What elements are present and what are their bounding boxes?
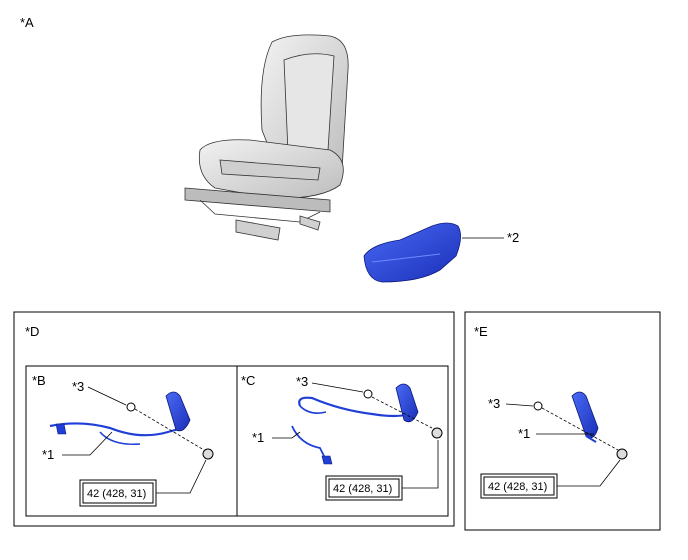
panel-e-torque-box-inner (483, 476, 555, 496)
view-c-label: *C (241, 373, 255, 388)
view-e-label: *E (474, 324, 488, 339)
panel-b-retainer-label: *3 (72, 379, 84, 394)
panel-d-frame (13, 311, 455, 527)
panel-e-retainer-label: *3 (488, 396, 500, 411)
panel-b-belt-leader (62, 431, 113, 456)
panel-b-torque-spec: 42 (428, 31) (87, 488, 146, 500)
panel-b-retainer (126, 402, 136, 412)
panel-b-torque-box-outer (79, 479, 157, 507)
panel-c-axis-line (371, 396, 433, 429)
panel-c-torque-box-outer (325, 475, 403, 501)
panel-e-seat-belt (571, 391, 599, 443)
panel-c-torque-leader (402, 440, 439, 489)
panel-c-frame (236, 365, 449, 517)
panel-c-retainer-leader (311, 382, 364, 393)
panel-e-torque-leader (557, 459, 621, 487)
seat-illustration (184, 34, 349, 241)
panel-e-torque-spec: 42 (428, 31) (488, 481, 547, 493)
panel-b-seat-belt (49, 391, 191, 446)
panel-e-retainer (533, 401, 543, 411)
panel-c-torque-box-inner (328, 478, 400, 498)
panel-e-retainer-leader (505, 403, 534, 407)
cover-part (363, 222, 461, 283)
panel-c-bolt (431, 427, 443, 439)
panel-e-bolt (616, 448, 628, 460)
panel-e-belt-label: *1 (518, 426, 530, 441)
panel-e-frame (464, 311, 661, 531)
panel-c-belt-leader (272, 431, 301, 439)
panel-c-retainer-label: *3 (296, 374, 308, 389)
view-d-label: *D (25, 324, 39, 339)
panel-c-seat-belt (291, 383, 419, 465)
panel-c-torque-spec: 42 (428, 31) (333, 483, 392, 495)
panel-b-torque-leader (156, 459, 207, 494)
panel-b-retainer-leader (87, 386, 127, 406)
panel-b-bolt (202, 448, 214, 460)
view-a-label: *A (20, 15, 34, 30)
panel-c-retainer (363, 389, 373, 399)
panel-b-torque-box-inner (82, 482, 154, 504)
panel-b-belt-label: *1 (42, 447, 54, 462)
panel-e-axis-line (541, 407, 619, 451)
cover-label: *2 (507, 230, 519, 245)
panel-e-torque-box-outer (480, 473, 558, 499)
view-b-label: *B (32, 373, 46, 388)
panel-c-belt-label: *1 (252, 430, 264, 445)
panel-b-axis-line (134, 408, 205, 451)
